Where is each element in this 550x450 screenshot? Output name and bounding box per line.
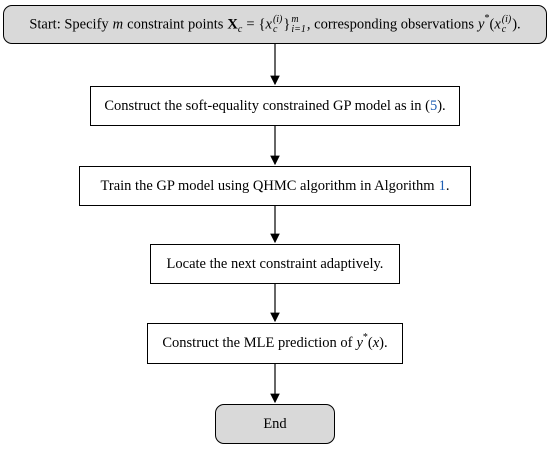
- locate-label: Locate the next constraint adaptively.: [166, 255, 384, 272]
- end-node: End: [215, 404, 335, 444]
- train-label: Train the GP model using QHMC algorithm …: [100, 177, 450, 194]
- construct-model-label: Construct the soft-equality constrained …: [104, 97, 446, 114]
- end-label: End: [263, 415, 287, 432]
- equation-reference-link[interactable]: 5: [429, 97, 438, 114]
- train-node: Train the GP model using QHMC algorithm …: [79, 166, 471, 206]
- locate-node: Locate the next constraint adaptively.: [150, 244, 400, 284]
- construct-model-node: Construct the soft-equality constrained …: [90, 86, 460, 126]
- algorithm-reference-link[interactable]: 1: [438, 177, 446, 194]
